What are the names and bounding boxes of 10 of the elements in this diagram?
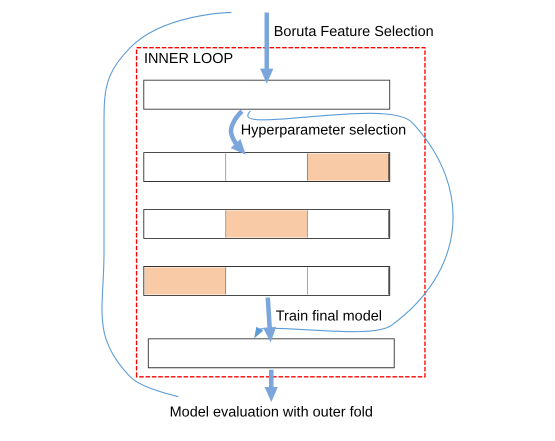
arrow (263, 297, 276, 342)
node-text: Model evaluation with outer fold (170, 404, 373, 420)
connector (101, 12, 232, 398)
arrow (264, 370, 278, 402)
arrow (247, 110, 454, 338)
edge-label: Boruta Feature Selection (274, 24, 434, 40)
arrow (228, 110, 246, 155)
arrow (260, 12, 274, 84)
edge-label: Train final model (276, 308, 382, 325)
edge-label: Hyperparameter selection (240, 122, 406, 138)
